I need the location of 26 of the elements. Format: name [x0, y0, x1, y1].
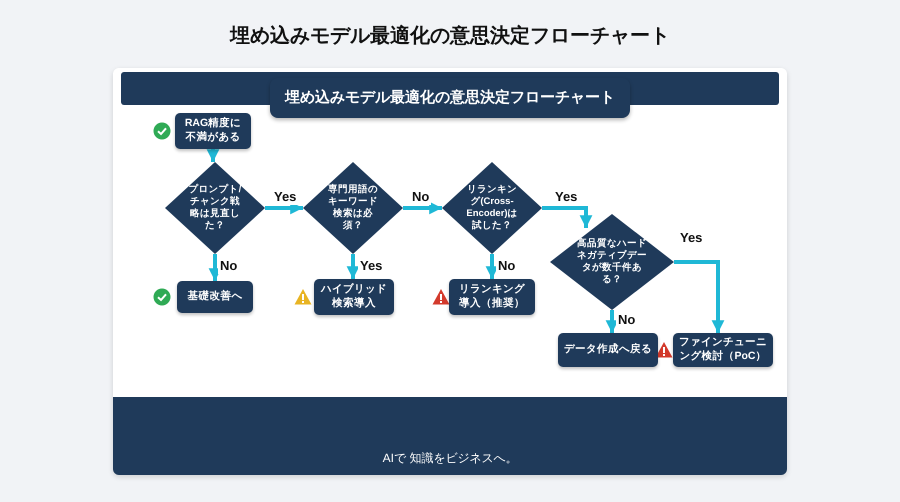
decision-diamond: リランキング(Cross-Encoder)は試した？	[442, 162, 542, 254]
arrow	[208, 254, 222, 281]
tagline: AIで 知識をビジネスへ。	[382, 451, 518, 465]
arrow	[674, 260, 724, 333]
edge-label: No	[410, 189, 432, 205]
process-box: ファインチューニング検討（PoC）	[673, 333, 773, 367]
process-box: リランキング導入（推奨）	[449, 279, 535, 315]
process-box: ハイブリッド検索導入	[314, 279, 394, 315]
decision-diamond: 高品質なハードネガティブデータが数千件ある？	[550, 214, 674, 310]
arrow	[403, 202, 442, 214]
edge-label: Yes	[272, 189, 298, 205]
edge-label: No	[616, 312, 638, 328]
process-box: RAG精度に不満がある	[175, 113, 251, 149]
arrow	[486, 254, 498, 279]
decision-diamond: プロンプト/チャンク戦略は見直した？	[165, 162, 265, 254]
arrow	[206, 149, 220, 162]
edge-label: No	[496, 258, 518, 274]
banner-box: 埋め込みモデル最適化の意思決定フローチャート	[270, 78, 630, 118]
process-box: データ作成へ戻る	[558, 333, 658, 367]
arrow	[606, 310, 618, 333]
arrow	[542, 206, 592, 228]
decision-diamond: 専門用語のキーワード検索は必須？	[303, 162, 403, 254]
arrow	[346, 254, 360, 279]
process-box: 基礎改善へ	[177, 281, 253, 313]
page-title: 埋め込みモデル最適化の意思決定フローチャート	[228, 24, 671, 49]
edge-label: No	[218, 258, 240, 274]
